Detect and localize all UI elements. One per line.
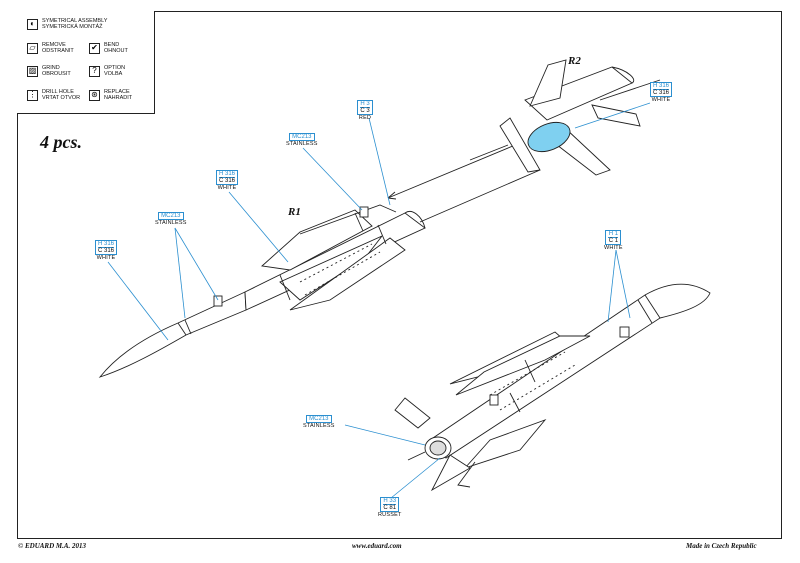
option-icon: ? <box>89 65 100 77</box>
callout-text: WHITE <box>96 255 116 261</box>
legend-label-symmetrical: SYMETRICAL ASSEMBLY SYMETRICKÁ MONTÁŽ <box>42 18 108 30</box>
sheet-frame <box>17 11 782 539</box>
symbol-legend: ◐ SYMETRICAL ASSEMBLY SYMETRICKÁ MONTÁŽ … <box>17 11 155 114</box>
callout-stainless-lower: MC213 STAINLESS <box>303 415 335 430</box>
upper-missile <box>98 204 426 378</box>
remove-icon: ▱ <box>27 42 38 54</box>
quantity-label: 4 pcs. <box>40 132 82 152</box>
replace-icon: ⊛ <box>89 89 100 101</box>
part-label-r1: R1 <box>288 206 301 218</box>
legend-label-remove: REMOVE ODSTRANIT <box>42 42 74 54</box>
callout-text: RED <box>358 115 372 121</box>
r2-rear-section <box>469 59 661 176</box>
callout-text: RUSSET <box>378 512 402 518</box>
callout-code: MC213 <box>289 133 315 141</box>
bend-icon: ✔ <box>89 42 100 54</box>
callout-code: MC213 <box>306 415 332 423</box>
callout-code: MC213 <box>158 212 184 220</box>
legend-item-remove: ▱ REMOVE ODSTRANIT <box>27 42 74 54</box>
callout-stainless-upper: MC213 STAINLESS <box>286 133 318 148</box>
r2-lens <box>527 121 571 153</box>
legend-item-symmetrical: ◐ SYMETRICAL ASSEMBLY SYMETRICKÁ MONTÁŽ <box>27 18 107 30</box>
legend-item-bend: ✔ BEND OHNOUT <box>89 42 128 54</box>
callout-text: STAINLESS <box>155 220 187 226</box>
callout-text: STAINLESS <box>286 141 318 147</box>
callout-text: WHITE <box>217 185 237 191</box>
footer-website: www.eduard.com <box>352 542 402 550</box>
legend-item-drill: ⋮ DRILL HOLE VRTAT OTVOR <box>27 89 80 101</box>
part-label-r2: R2 <box>568 55 581 67</box>
footer-copyright: © EDUARD M.A. 2013 <box>18 542 87 550</box>
legend-label-option: OPTION VOLBA <box>104 65 126 77</box>
legend-item-option: ? OPTION VOLBA <box>89 65 125 77</box>
legend-label-grind: GRIND OBROUSIT <box>42 65 71 77</box>
callout-text: WHITE <box>651 97 671 103</box>
legend-label-replace: REPLACE NAHRADIT <box>104 89 133 101</box>
legend-item-grind: ▨ GRIND OBROUSIT <box>27 65 71 77</box>
grind-icon: ▨ <box>27 65 38 77</box>
symmetrical-assembly-icon: ◐ <box>27 18 38 30</box>
callout-text: STAINLESS <box>303 423 335 429</box>
legend-label-bend: BEND OHNOUT <box>104 42 128 54</box>
footer-origin: Made in Czech Republic <box>686 542 757 550</box>
legend-label-drill: DRILL HOLE VRTAT OTVOR <box>42 89 81 101</box>
drill-hole-icon: ⋮ <box>27 89 38 101</box>
callout-stainless-mid: MC213 STAINLESS <box>155 212 187 227</box>
callout-text: WHITE <box>604 245 623 251</box>
legend-item-replace: ⊛ REPLACE NAHRADIT <box>89 89 132 101</box>
lower-missile <box>394 283 711 492</box>
